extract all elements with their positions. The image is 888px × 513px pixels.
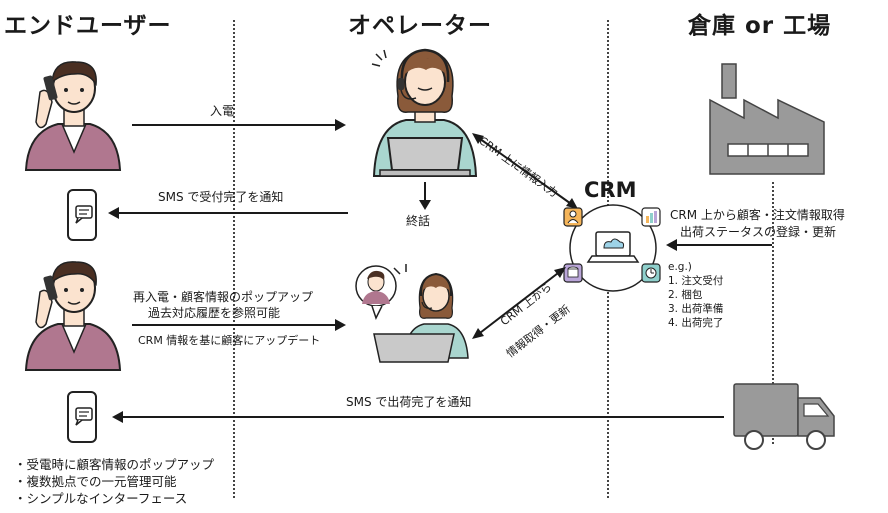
feature-list: ・受電時に顧客情報のポップアップ ・複数拠点での一元管理可能 ・シンプルなインタ…	[14, 456, 214, 507]
warehouse-crm-line1: CRM 上から顧客・注文情報取得	[670, 208, 845, 222]
delivery-truck-icon	[733, 383, 835, 450]
crm-label: CRM	[584, 178, 637, 202]
sms-received-arrow	[108, 207, 348, 219]
incoming-call-arrow	[132, 119, 346, 131]
operator-with-popup-icon	[355, 264, 469, 363]
shipping-step-1: 1. 注文受付	[668, 275, 724, 287]
operator-at-laptop-icon	[371, 48, 478, 177]
feature-item: ・受電時に顧客情報のポップアップ	[14, 457, 215, 472]
feature-item: ・複数拠点での一元管理可能	[14, 474, 177, 489]
crm-fetch-update-arrow	[472, 267, 566, 339]
crm-update-user-label: CRM 情報を基に顧客にアップデート	[138, 334, 321, 347]
recall-line2: 過去対応履歴を参照可能	[148, 306, 281, 320]
end-call-arrowhead	[419, 200, 431, 210]
end-call-label: 終話	[406, 214, 431, 228]
column-title-warehouse: 倉庫 or 工場	[688, 13, 832, 39]
shipping-step-4: 4. 出荷完了	[668, 317, 724, 329]
warehouse-crm-line2: 出荷ステータスの登録・更新	[680, 225, 837, 239]
smartphone-sms-icon	[67, 189, 97, 241]
warehouse-crm-arrow	[666, 239, 772, 251]
shipping-step-3: 3. 出荷準備	[668, 303, 724, 315]
crm-input-arrow	[472, 133, 578, 209]
end-user-recalling-icon	[24, 261, 122, 371]
shipping-step-2: 2. 梱包	[668, 289, 703, 301]
feature-item: ・シンプルなインターフェース	[14, 491, 188, 506]
warehouse-timeline	[772, 182, 774, 444]
recall-arrow	[132, 319, 346, 331]
crm-hub-icon	[563, 204, 661, 292]
end-call-arrow	[424, 182, 426, 202]
column-title-end-user: エンドユーザー	[4, 13, 172, 39]
separator-user-operator	[233, 20, 235, 498]
column-title-operator: オペレーター	[348, 13, 492, 39]
shipping-steps-heading: e.g.)	[668, 261, 692, 273]
sms-shipped-label: SMS で出荷完了を通知	[346, 395, 472, 409]
end-user-calling-icon	[24, 61, 122, 171]
incoming-call-label: 入電	[210, 104, 235, 118]
sms-received-label: SMS で受付完了を通知	[158, 190, 284, 204]
sms-shipped-arrow	[112, 411, 724, 423]
factory-icon	[709, 63, 825, 175]
shipping-steps: e.g.) 1. 注文受付 2. 梱包 3. 出荷準備 4. 出荷完了	[668, 260, 723, 330]
smartphone-sms-shipped-icon	[67, 391, 97, 443]
recall-line1: 再入電・顧客情報のポップアップ	[133, 290, 314, 304]
